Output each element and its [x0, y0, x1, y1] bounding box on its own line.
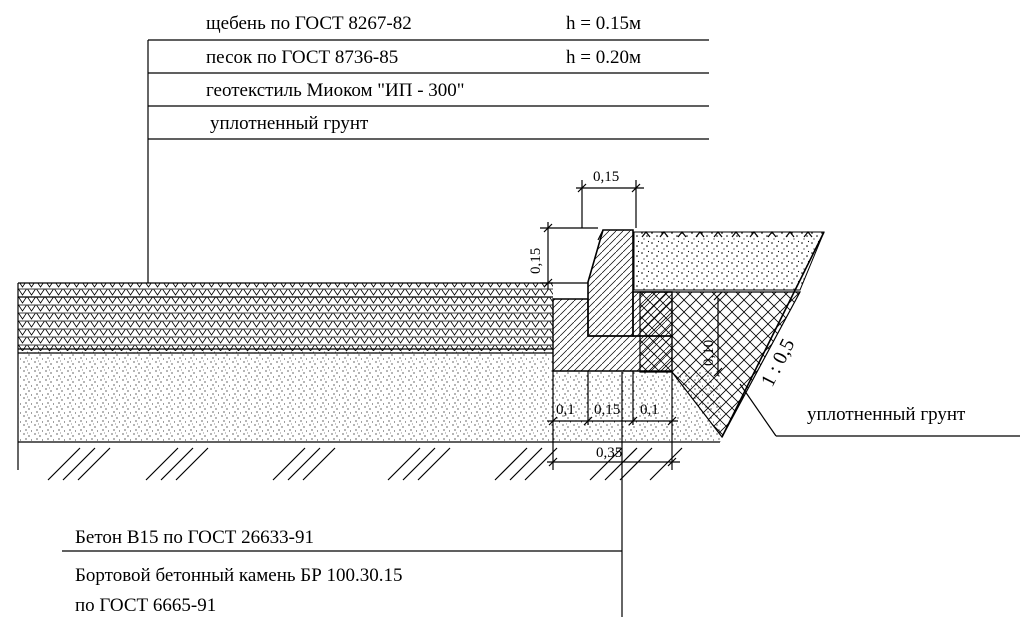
legend-curb-gost-label: по ГОСТ 6665-91 — [75, 595, 216, 616]
legend-layer-2-thickness: h = 0.20м — [566, 47, 641, 68]
sand-layer — [18, 351, 553, 442]
dimension-curb-height: 0,15 — [528, 222, 598, 290]
grass-soil-surface — [633, 231, 825, 291]
legend-layer-1-name: щебень по ГОСТ 8267-82 — [206, 13, 412, 34]
legend-curb-label: Бортовой бетонный камень БР 100.30.15 — [75, 565, 403, 586]
dim-base-left-label: 0,1 — [556, 402, 575, 418]
bottom-legend: Бетон В15 по ГОСТ 26633-91 Бортовой бето… — [62, 372, 623, 617]
dimension-base-parts: 0,1 0,15 0,1 — [547, 371, 678, 470]
legend-concrete-label: Бетон В15 по ГОСТ 26633-91 — [75, 527, 314, 548]
dimension-base-total: 0,35 — [547, 445, 680, 467]
layer-legend-table: щебень по ГОСТ 8267-82 h = 0.15м песок п… — [147, 13, 709, 283]
legend-layer-2-name: песок по ГОСТ 8736-85 — [206, 47, 398, 68]
dimension-curb-width: 0,15 — [576, 169, 644, 228]
curb-stone — [587, 229, 634, 337]
gravel-layer — [18, 283, 553, 351]
dim-base-height-label: 0,10 — [701, 340, 717, 366]
ground-label: уплотненный грунт — [807, 404, 966, 425]
dim-curb-width-label: 0,15 — [593, 169, 619, 185]
legend-layer-4-name: уплотненный грунт — [210, 113, 369, 134]
ground-hatch — [47, 447, 683, 481]
legend-layer-1-thickness: h = 0.15м — [566, 13, 641, 34]
dim-base-right-label: 0,1 — [640, 402, 659, 418]
dim-base-center-label: 0,15 — [594, 402, 620, 418]
ground-leader: уплотненный грунт — [739, 383, 1020, 437]
dimension-base-height: 0,10 — [701, 291, 723, 377]
dim-curb-height-label: 0,15 — [528, 248, 544, 274]
legend-layer-3-name: геотекстиль Миоком "ИП - 300" — [206, 80, 465, 101]
dim-base-total-label: 0,35 — [596, 445, 622, 461]
slope-line — [721, 231, 825, 438]
